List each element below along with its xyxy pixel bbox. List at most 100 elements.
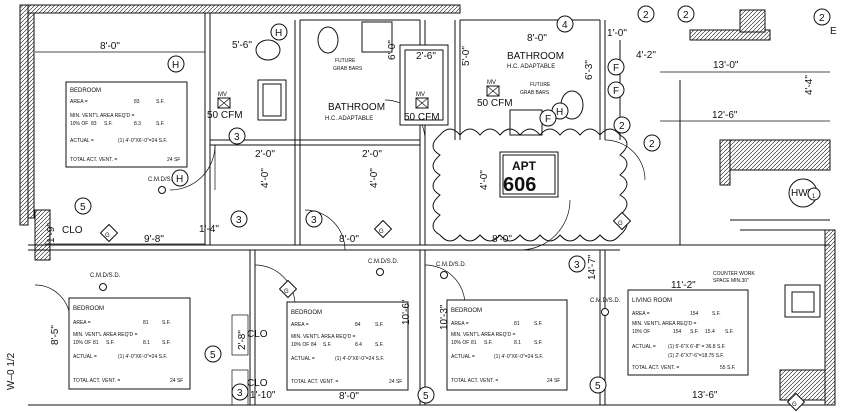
- bathroom-2-sub: H.C. ADAPTABLE: [507, 64, 555, 70]
- svg-text:2: 2: [683, 10, 689, 21]
- dim-2-0-b: 2'-0": [362, 149, 382, 160]
- svg-text:H: H: [275, 28, 282, 39]
- apt-number: 606: [503, 174, 536, 196]
- sink-2: [509, 109, 543, 136]
- svg-text:81: 81: [471, 340, 477, 346]
- dimensions: 8'-0" 5'-6" 2'-6" 8'-0" 1'-0" 4'-2" 13'-…: [35, 28, 830, 402]
- dim-8-0-top: 8'-0": [527, 33, 547, 44]
- counter-note-2: SPACE MIN.30": [713, 278, 749, 284]
- svg-text:F: F: [613, 86, 619, 97]
- dim-14-7: 14'-7": [587, 254, 598, 280]
- dim-4-2: 4'-2": [636, 50, 656, 61]
- exterior-wall-top: [19, 4, 461, 14]
- svg-text:81: 81: [93, 340, 99, 346]
- svg-text:83: 83: [91, 121, 97, 127]
- exterior-wall-right-top: [689, 29, 771, 41]
- mv-fan-3: MV 50 CFM: [477, 80, 513, 109]
- hatch-block-right: [719, 139, 831, 171]
- svg-text:C.M.D/S.D.: C.M.D/S.D.: [368, 259, 399, 265]
- svg-text:3: 3: [237, 388, 243, 399]
- svg-text:5: 5: [210, 350, 216, 361]
- dim-4-0-b: 4'-0": [369, 168, 380, 188]
- svg-text:(1) 4'-0"X6'-0"=24 S.F.: (1) 4'-0"X6'-0"=24 S.F.: [118, 138, 167, 144]
- svg-text:TOTAL ACT. VENT. =: TOTAL ACT. VENT. =: [451, 378, 498, 384]
- counter-note-1: COUNTER WORK: [713, 271, 755, 277]
- svg-text:F: F: [613, 63, 619, 74]
- dim-5-6: 5'-6": [232, 40, 252, 51]
- cmd-sd-4: C.M.D/S.D.: [436, 262, 467, 279]
- svg-text:ACTUAL =: ACTUAL =: [291, 356, 315, 362]
- svg-text:S.F.: S.F.: [162, 340, 171, 346]
- svg-text:G: G: [105, 233, 110, 239]
- dim-12-6: 12'-6": [712, 110, 738, 121]
- mv-fan-2: MV 50 CFM: [404, 92, 440, 123]
- svg-text:3: 3: [311, 215, 317, 226]
- grab-bars-1a: FUTURE: [335, 58, 356, 64]
- svg-text:8.4: 8.4: [355, 342, 362, 348]
- dim-5-0: 5'-0": [461, 46, 472, 66]
- closet-1: CLO: [62, 225, 83, 236]
- svg-text:(1) 4'-0"X6'-0"=24 S.F.: (1) 4'-0"X6'-0"=24 S.F.: [118, 354, 167, 360]
- svg-text:S.F.: S.F.: [104, 121, 113, 127]
- dim-8-0-bot: 8'-0": [339, 391, 359, 402]
- svg-text:10% OF: 10% OF: [70, 121, 88, 127]
- svg-text:2: 2: [643, 10, 649, 21]
- svg-text:E: E: [830, 26, 837, 37]
- dim-11-2: 11'-2": [671, 280, 696, 291]
- revision-cloud: [432, 128, 628, 242]
- bathroom-2-name: BATHROOM: [507, 51, 564, 62]
- hatch-block-left-low: [34, 209, 51, 261]
- kitchen-sink-inner: [791, 291, 815, 313]
- svg-text:10% OF: 10% OF: [73, 340, 91, 346]
- dim-10-6: 10'-6": [401, 299, 412, 325]
- svg-text:S.F.: S.F.: [162, 320, 171, 326]
- svg-text:50 CFM: 50 CFM: [404, 112, 440, 123]
- svg-text:S.F.: S.F.: [156, 121, 165, 127]
- svg-text:15.4: 15.4: [705, 329, 715, 335]
- dim-2-8: 2'-8": [237, 330, 248, 350]
- svg-text:3: 3: [234, 132, 240, 143]
- svg-text:10% OF: 10% OF: [632, 329, 650, 335]
- svg-text:AREA =: AREA =: [73, 320, 91, 326]
- hatch-block-bottom-right: [779, 369, 826, 401]
- dim-6-0: 6'-0": [387, 40, 398, 60]
- svg-text:BEDROOM: BEDROOM: [73, 306, 104, 312]
- svg-text:8.1: 8.1: [514, 340, 521, 346]
- dim-1-9: 1'-9": [46, 223, 57, 243]
- svg-text:ACTUAL =: ACTUAL =: [70, 138, 94, 144]
- svg-text:83: 83: [134, 99, 140, 105]
- cmd-sd-2: C.M.D/S.D.: [90, 273, 121, 291]
- dim-4-0-a: 4'-0": [260, 168, 271, 188]
- svg-text:24 SF: 24 SF: [167, 157, 180, 163]
- dim-4-4: 4'-4": [804, 75, 815, 95]
- apt-label: APT: [512, 159, 537, 173]
- left-edge-label: W–0 1/2: [6, 352, 17, 390]
- svg-text:H: H: [556, 107, 563, 118]
- svg-text:AREA =: AREA =: [70, 99, 88, 105]
- svg-text:MIN. VENT'L AREA REQ'D =: MIN. VENT'L AREA REQ'D =: [632, 321, 696, 327]
- svg-text:G: G: [379, 229, 384, 235]
- toilet-1: [317, 26, 339, 54]
- hatch-block-right-2: [719, 139, 731, 186]
- svg-text:(1) 2'-6"X7'-6"=18.75 S.F.: (1) 2'-6"X7'-6"=18.75 S.F.: [668, 353, 724, 359]
- svg-text:LIVING ROOM: LIVING ROOM: [632, 298, 672, 304]
- grab-bars-2a: FUTURE: [530, 82, 551, 88]
- svg-text:C.M.D/S.D.: C.M.D/S.D.: [90, 273, 121, 279]
- svg-text:S.F.: S.F.: [534, 321, 543, 327]
- svg-text:G: G: [618, 221, 623, 227]
- svg-text:1: 1: [812, 194, 816, 200]
- svg-text:10% OF: 10% OF: [451, 340, 469, 346]
- dim-9-8: 9'-8": [144, 234, 164, 245]
- dim-13-0: 13'-0": [713, 60, 739, 71]
- exterior-wall-right: [824, 229, 836, 406]
- dim-8-0-mid: 8'-0": [339, 234, 359, 245]
- svg-text:H: H: [172, 60, 179, 71]
- dim-1-10: 1'-10": [250, 390, 276, 401]
- svg-text:AREA =: AREA =: [291, 322, 309, 328]
- svg-text:ACTUAL =: ACTUAL =: [632, 344, 656, 350]
- sink-1: [361, 21, 393, 53]
- svg-text:50 CFM: 50 CFM: [477, 98, 513, 109]
- svg-text:S.F.: S.F.: [156, 99, 165, 105]
- svg-text:24 SF: 24 SF: [170, 378, 183, 384]
- svg-text:81: 81: [514, 321, 520, 327]
